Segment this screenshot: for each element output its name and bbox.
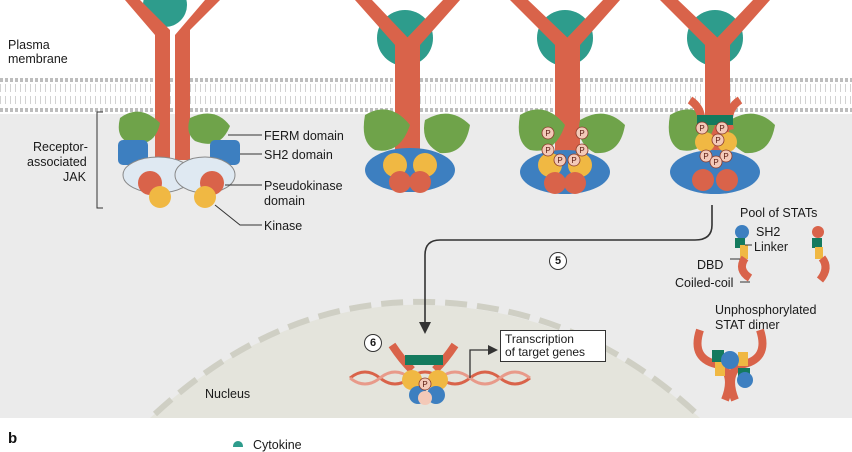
phosphate-icon: P [418,377,432,391]
phosphate-icon: P [575,143,589,157]
phosphate-icon: P [699,149,713,163]
coiled-coil-label: Coiled-coil [675,276,734,290]
transcription-box: Transcription of target genes [500,330,606,362]
pseudokinase-label-line2: domain [264,194,305,208]
step-5-badge: 5 [549,252,567,270]
phosphate-label: P [703,152,708,161]
sh2-label: SH2 [756,225,781,239]
phosphate-label: P [579,146,584,155]
phosphate-icon: P [553,153,567,167]
receptor-unbound [118,0,240,208]
phosphate-icon: P [695,121,709,135]
phosphate-label: P [723,152,728,161]
receptor-jak-label-line1: Receptor- [33,140,88,154]
phosphate-icon: P [711,133,725,147]
phosphate-icon: P [709,155,723,169]
phosphate-label: P [571,156,576,165]
plasma-membrane-label-line1: Plasma [8,38,50,52]
leader-lines [96,111,262,226]
phosphate-label: P [715,136,720,145]
unphosphorylated-label-line1: Unphosphorylated [715,303,817,317]
phosphate-label: P [545,129,550,138]
receptor-stat-recruited [660,0,775,194]
phosphate-icon: P [541,143,555,157]
dbd-label: DBD [697,258,724,272]
linker-label: Linker [754,240,789,254]
receptor-bound [355,0,470,193]
phosphate-label: P [545,146,550,155]
phosphate-icon: P [715,121,729,135]
transcription-label-line2: of target genes [505,345,586,359]
nuclear-stat-dimer [388,342,459,405]
phosphate-label: P [719,124,724,133]
panel-b-label: b [8,430,18,447]
unphosphorylated-label-line2: STAT dimer [715,318,780,332]
plasma-membrane-label-line2: membrane [8,52,68,66]
phosphate-icon: P [575,126,589,140]
phosphate-label: P [579,129,584,138]
pool-of-stats-label: Pool of STATs [740,206,818,220]
nucleus-label: Nucleus [205,387,251,401]
step-6-badge: 6 [364,334,382,352]
cytokine-legend-label: Cytokine [253,438,302,452]
receptor-phosphorylated-jak [510,0,625,194]
nuclear-envelope [152,298,700,417]
phosphate-label: P [699,124,704,133]
transcription-arrow [469,349,490,378]
phosphate-icon: P [567,153,581,167]
phosphate-label: P [422,380,427,389]
pseudokinase-label-line1: Pseudokinase [264,179,343,193]
phosphate-icon: P [541,126,555,140]
phosphate-label: P [557,156,562,165]
unphosphorylated-stat-dimer [693,328,767,402]
stat-leader-lines [730,244,752,283]
ferm-domain-label: FERM domain [264,129,344,143]
receptor-jak-label-line2: associated [27,155,87,169]
receptor-jak-label-line3: JAK [63,170,86,184]
phosphate-label: P [713,158,718,167]
sh2-domain-label: SH2 domain [264,148,333,162]
cytokine-legend-marker [233,441,243,447]
transcription-label-line1: Transcription [505,332,574,346]
translocation-arrow [419,205,713,334]
stat-monomer [735,225,753,282]
kinase-label: Kinase [264,219,303,233]
phosphate-icon: P [719,149,733,163]
stat-monomer-2 [812,226,830,283]
